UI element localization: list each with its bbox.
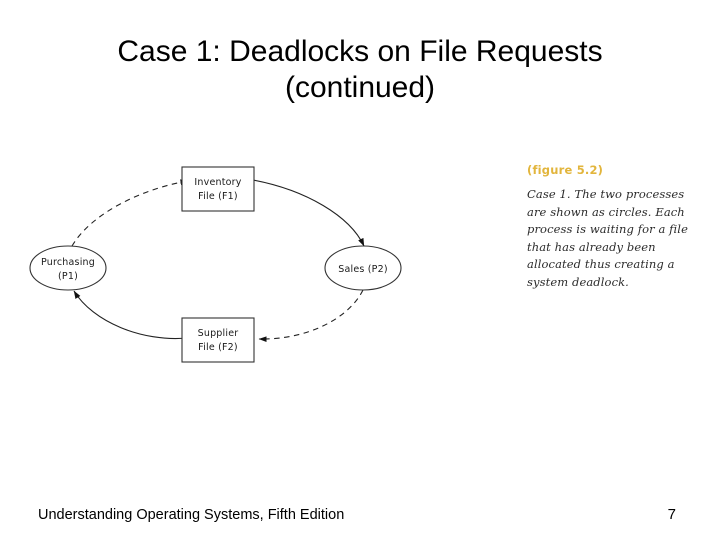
node-purchasing: Purchasing (P1)	[29, 245, 107, 291]
node-supplier-file: Supplier File (F2)	[181, 317, 255, 363]
figure-caption-heading: (figure 5.2)	[527, 163, 604, 177]
node-inventory-file-label-line-2: File (F1)	[198, 191, 238, 202]
node-supplier-file-label-line-2: File (F2)	[198, 342, 238, 353]
footer-page-number: 7	[667, 506, 676, 523]
page-title-line-2: (continued)	[284, 71, 436, 104]
deadlock-diagram: Inventory File (F1) [dashed = request] -…	[20, 150, 460, 380]
page-title-line-1: Case 1: Deadlocks on File Requests	[117, 35, 603, 68]
slide-footer: Understanding Operating Systems, Fifth E…	[0, 505, 720, 529]
page-title: Case 1: Deadlocks on File Requests (cont…	[30, 34, 690, 106]
node-sales-ellipse	[324, 245, 402, 291]
node-supplier-file-label-line-1: Supplier	[198, 328, 239, 339]
node-purchasing-ellipse	[29, 245, 107, 291]
figure-caption: (figure 5.2) Case 1. The two processes a…	[527, 163, 702, 291]
node-supplier-file-box	[181, 317, 255, 363]
edge-purchasing-to-inventory-file	[71, 179, 189, 247]
figure-caption-body: Case 1. The two processes are shown as c…	[527, 187, 688, 289]
node-inventory-file-label-line-1: Inventory	[194, 177, 241, 188]
edge-supplier-file-to-purchasing	[73, 290, 188, 340]
node-inventory-file: Inventory File (F1)	[181, 166, 255, 212]
footer-book-title: Understanding Operating Systems, Fifth E…	[38, 507, 345, 523]
edge-sales-to-supplier-file	[258, 289, 364, 343]
node-inventory-file-box	[181, 166, 255, 212]
node-purchasing-label-line-1: Purchasing	[41, 257, 95, 268]
resource-allocation-graph: Inventory File (F1) [dashed = request] -…	[29, 166, 402, 363]
edge-inventory-file-to-sales	[252, 179, 365, 247]
node-sales-label-line-1: Sales (P2)	[338, 264, 388, 275]
node-purchasing-label-line-2: (P1)	[58, 271, 78, 282]
node-sales: Sales (P2)	[324, 245, 402, 291]
